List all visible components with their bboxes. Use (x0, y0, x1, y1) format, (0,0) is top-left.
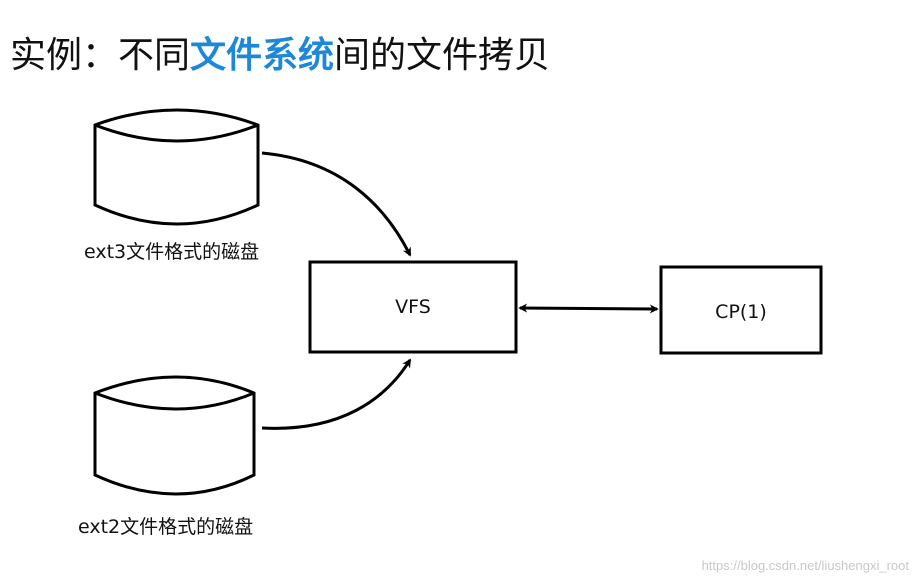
disk-ext3-rim (94, 123, 259, 143)
vfs-label: VFS (395, 296, 431, 318)
arrow-vfs-cp-bidirectional (518, 303, 659, 314)
disk-ext3-shape (93, 108, 260, 226)
disk-ext2-rim (94, 391, 255, 411)
disk-ext3-label: ext3文件格式的磁盘 (84, 241, 259, 263)
watermark: https://blog.csdn.net/liushengxi_root (701, 558, 909, 573)
vfs-box (308, 260, 518, 354)
title-suffix: 间的文件拷贝 (334, 35, 551, 76)
title-highlight: 文件系统 (190, 35, 335, 76)
cp-label: CP(1) (715, 301, 767, 323)
disk-ext2 (93, 375, 256, 496)
disk-ext3 (93, 108, 260, 226)
page-title: 实例：不同文件系统间的文件拷贝 (10, 28, 550, 84)
arrow-ext2-to-vfs (261, 358, 412, 430)
title-prefix: 实例：不同 (10, 35, 191, 76)
cp-box (659, 265, 823, 355)
disk-ext2-label: ext2文件格式的磁盘 (78, 516, 253, 538)
disk-ext2-shape (93, 375, 256, 496)
arrow-ext3-to-vfs (261, 151, 412, 257)
